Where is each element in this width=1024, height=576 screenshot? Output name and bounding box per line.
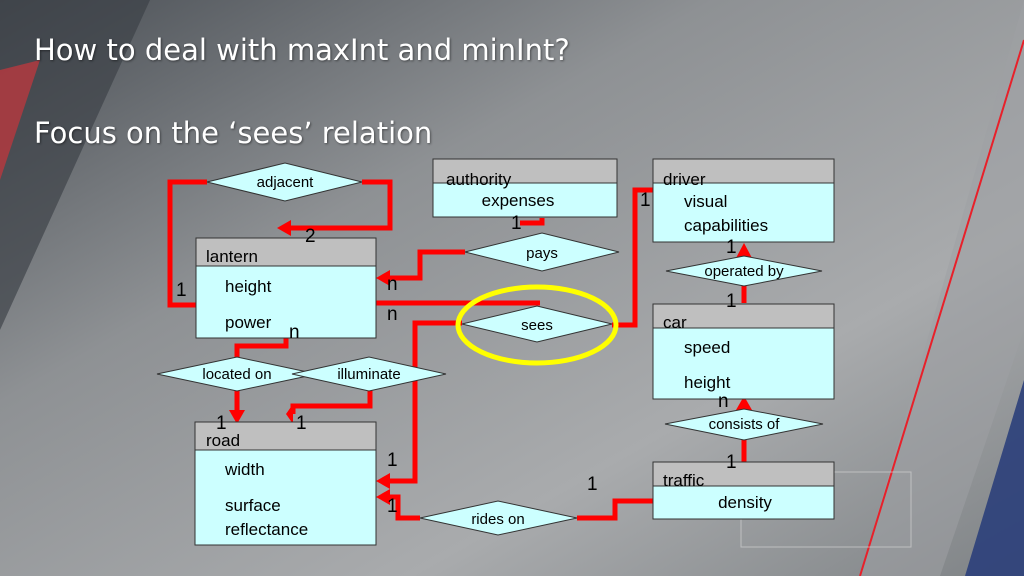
arrow-consists-car [736, 396, 752, 410]
relation-rides-on[interactable]: rides on [419, 500, 578, 536]
card-consists-car: n [718, 391, 729, 412]
relation-sees-label: sees [521, 317, 553, 334]
arrow-operated-driver [736, 243, 752, 258]
entity-driver[interactable]: driver visual capabilities [652, 158, 835, 243]
entity-car-attr-2: height [684, 373, 731, 392]
relation-operated-by-label: operated by [704, 263, 784, 280]
cardinalities: 2 1 1 n n 1 1 1 n 1 1 1 n 1 1 1 [176, 190, 737, 517]
entity-road-name: road [206, 431, 240, 450]
card-consists-traffic: 1 [726, 452, 737, 473]
entity-road-attr-2: surface [225, 496, 281, 515]
arrow-adjacent-lantern [277, 220, 291, 236]
card-pays-authority: 1 [511, 213, 522, 234]
relation-consists-of-label: consists of [709, 416, 781, 433]
entity-lantern-name: lantern [206, 247, 258, 266]
connectors [167, 179, 747, 521]
entity-driver-name: driver [663, 170, 706, 189]
entity-lantern-attr-2: power [225, 313, 272, 332]
card-pays-lantern: n [387, 274, 398, 295]
card-adj-lantern-top: 2 [305, 226, 316, 247]
slide-title: How to deal with maxInt and minInt? [34, 33, 570, 67]
card-sees-road: 1 [387, 450, 398, 471]
relation-adjacent[interactable]: adjacent [206, 162, 363, 202]
entity-road-attr-1: width [224, 460, 265, 479]
arrow-illuminate-road [286, 404, 293, 424]
relation-illuminate[interactable]: illuminate [291, 356, 447, 392]
link-rides-traffic [577, 498, 653, 521]
arrow-rides-road [376, 489, 390, 505]
entity-road-attr-3: reflectance [225, 520, 308, 539]
card-adj-lantern-left: 1 [176, 280, 187, 301]
card-sees-driver: 1 [640, 190, 651, 211]
relation-pays-label: pays [526, 245, 558, 262]
sees-highlight-ellipse [455, 284, 619, 366]
link-adjacent-right [285, 179, 393, 231]
entity-driver-attr-2: capabilities [684, 216, 768, 235]
entity-traffic-name: traffic [663, 471, 705, 490]
entity-road[interactable]: road width surface reflectance [194, 421, 377, 546]
link-sees-road [382, 320, 462, 484]
card-sees-lantern: n [387, 304, 398, 325]
link-lantern-down [234, 338, 289, 358]
relation-pays[interactable]: pays [464, 232, 620, 272]
card-rides-traffic: 1 [587, 474, 598, 495]
card-rides-road: 1 [387, 496, 398, 517]
card-operated-driver: 1 [726, 237, 737, 258]
relation-consists-of[interactable]: consists of [664, 408, 824, 441]
relation-illuminate-label: illuminate [337, 366, 400, 383]
entity-car[interactable]: car speed height [652, 303, 835, 400]
arrowheads [229, 220, 752, 505]
entity-traffic-attr: density [718, 493, 772, 512]
arrow-pays-lantern [376, 270, 390, 286]
relation-located-on-label: located on [202, 366, 271, 383]
entity-car-name: car [663, 313, 687, 332]
link-adjacent-left [167, 179, 207, 308]
entity-authority-attr: expenses [482, 191, 555, 210]
link-pays [520, 218, 545, 226]
relation-adjacent-label: adjacent [257, 174, 315, 191]
card-located-road: 1 [216, 413, 227, 434]
entity-lantern-attr-1: height [225, 277, 272, 296]
arrow-located-road [229, 410, 245, 424]
red-accent-line [859, 39, 1024, 576]
link-sees-driver [612, 187, 653, 328]
relation-operated-by[interactable]: operated by [665, 255, 823, 287]
entity-traffic[interactable]: traffic density [652, 461, 835, 520]
light-stripe-right [860, 0, 1024, 576]
entity-driver-attr-1: visual [684, 192, 727, 211]
entity-car-attr-1: speed [684, 338, 730, 357]
card-operated-car: 1 [726, 291, 737, 312]
entity-lantern[interactable]: lantern height power [195, 237, 377, 339]
link-illuminate-road [290, 390, 373, 414]
entity-authority-name: authority [446, 170, 512, 189]
blue-stripe-right [965, 380, 1024, 576]
dark-stripe [0, 0, 150, 330]
relation-rides-on-label: rides on [471, 511, 524, 528]
entity-authority[interactable]: authority expenses [432, 158, 618, 218]
relation-sees[interactable]: sees [461, 305, 613, 343]
link-rides-road [386, 494, 420, 521]
card-located-lantern: n [289, 322, 300, 343]
red-stripe-left [0, 60, 40, 180]
link-pays-lantern [382, 249, 465, 281]
slide-subtitle: Focus on the ‘sees’ relation [34, 116, 433, 150]
card-illuminate-road: 1 [296, 413, 307, 434]
arrow-sees-road [376, 473, 390, 489]
